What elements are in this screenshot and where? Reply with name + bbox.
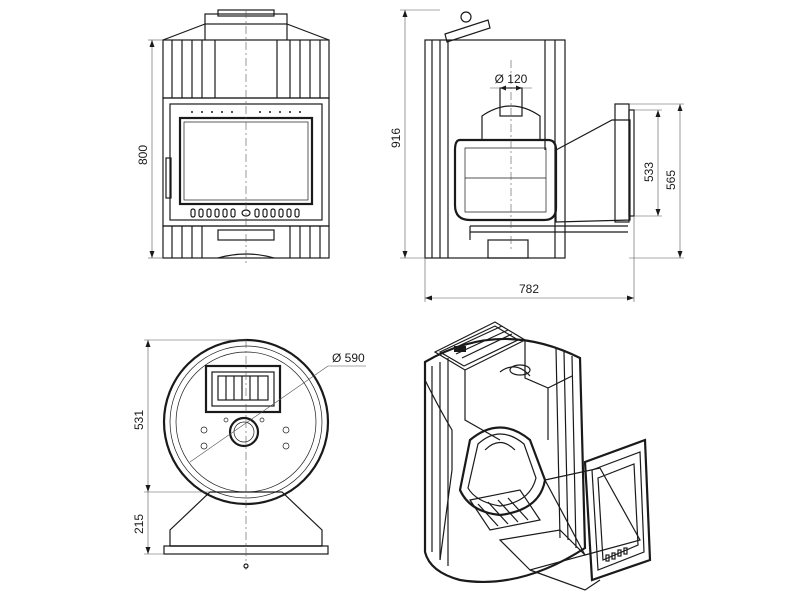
dim-tunnel-height: 565 bbox=[664, 170, 678, 190]
iso-grate bbox=[469, 489, 541, 531]
dim-side-depth: 782 bbox=[519, 282, 539, 296]
dim-door-height: 533 bbox=[642, 162, 656, 182]
side-lid bbox=[444, 19, 491, 43]
side-firebox bbox=[453, 138, 558, 222]
dim-top-body-depth: 531 bbox=[132, 410, 146, 430]
top-flue bbox=[228, 416, 260, 448]
top-stone-basket bbox=[204, 364, 282, 414]
isometric-cutaway-view bbox=[423, 321, 652, 591]
side-tunnel bbox=[555, 119, 631, 223]
front-door-handle bbox=[165, 157, 172, 199]
dim-top-tunnel-depth: 215 bbox=[132, 514, 146, 534]
iso-tunnel bbox=[544, 467, 641, 556]
dim-side-height: 916 bbox=[389, 128, 403, 148]
front-view: 800 bbox=[136, 9, 330, 264]
dim-front-height: 800 bbox=[136, 145, 150, 165]
side-view: 916 Ø 120 533 565 782 bbox=[389, 9, 684, 302]
front-air-vents bbox=[190, 208, 300, 218]
dim-flue-diameter: Ø 120 bbox=[495, 72, 528, 86]
top-view: Ø 590 531 215 bbox=[132, 338, 366, 570]
iso-firebox bbox=[458, 426, 547, 517]
iso-shell bbox=[423, 337, 587, 583]
iso-door bbox=[583, 438, 652, 582]
side-lid-knob bbox=[460, 11, 472, 23]
dim-top-diameter: Ø 590 bbox=[332, 351, 365, 365]
